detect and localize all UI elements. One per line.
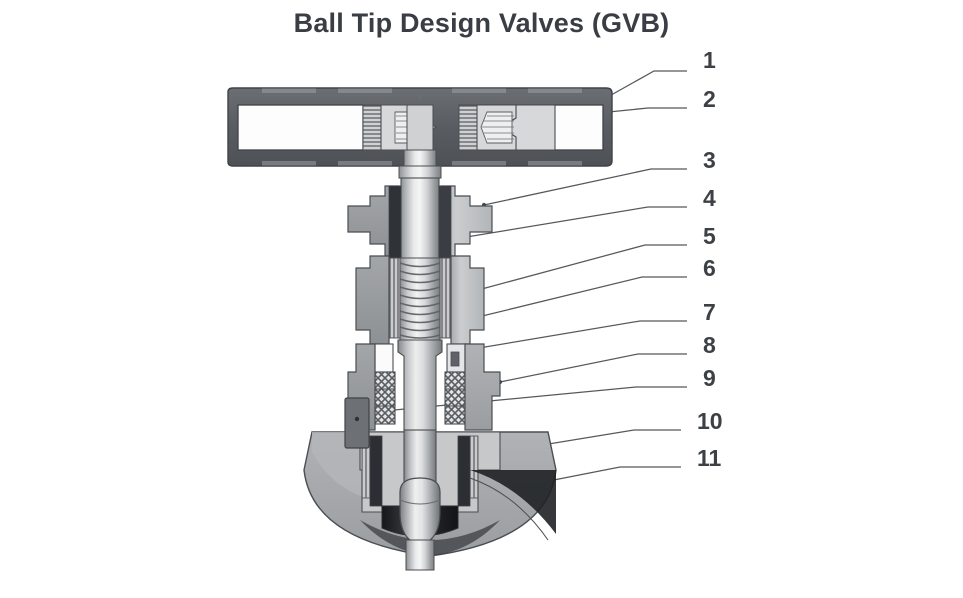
body-set-screw: [344, 397, 370, 449]
packing-rings: [374, 371, 466, 425]
callout-leader-5: [477, 244, 687, 291]
callout-leader-1: [603, 70, 687, 100]
callout-leader-6: [473, 276, 687, 319]
stem-acme-thread: [399, 257, 441, 341]
valve-stem-mid: [397, 339, 443, 431]
callout-number-5: 5: [703, 223, 716, 249]
callout-number-10: 10: [697, 408, 723, 434]
callout-leader-4: [429, 206, 687, 244]
handle-right-insert: [458, 104, 556, 151]
callout-leader-3: [483, 168, 687, 206]
valve-stem-upper: [398, 149, 442, 261]
callout-number-9: 9: [703, 365, 716, 391]
callout-number-11: 11: [697, 445, 722, 471]
callout-number-1: 1: [703, 47, 716, 73]
callout-number-7: 7: [703, 299, 716, 325]
callout-number-8: 8: [703, 332, 716, 358]
callout-leader-8: [499, 353, 687, 383]
callout-number-3: 3: [703, 147, 716, 173]
page-title: Ball Tip Design Valves (GVB): [293, 8, 670, 38]
callout-number-4: 4: [703, 185, 716, 211]
callout-number-6: 6: [703, 255, 716, 281]
bonnet-gland-nut: [347, 185, 493, 345]
ball-tip-stem: [399, 429, 441, 571]
callout-number-2: 2: [703, 86, 716, 112]
handle-bar-assembly: [227, 87, 613, 167]
packing-gland-assembly: [347, 343, 501, 431]
callout-leader-7: [454, 320, 687, 353]
